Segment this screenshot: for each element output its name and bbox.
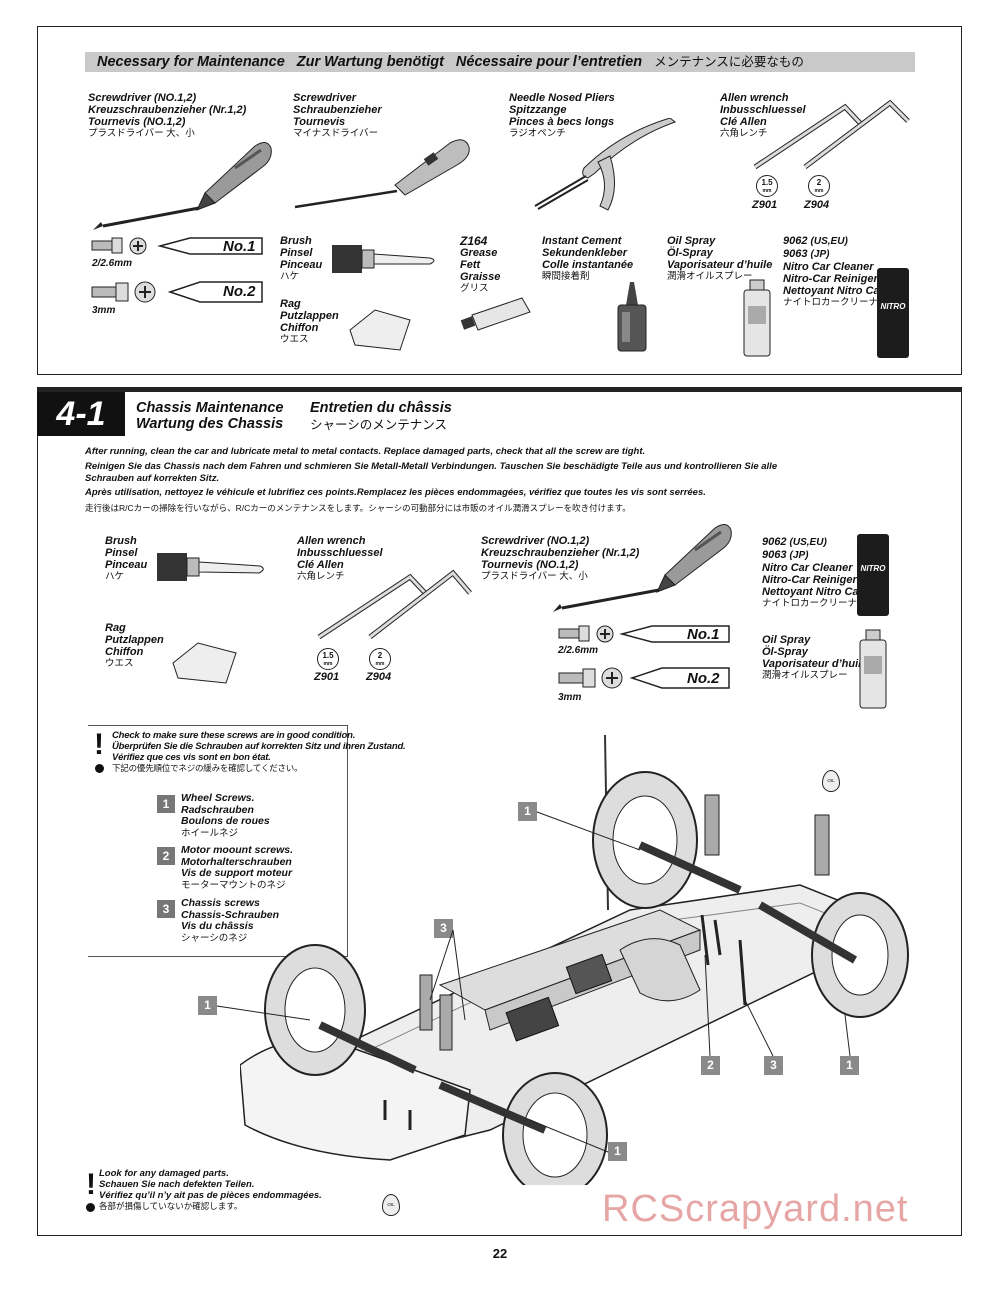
step-oil-label: Oil Spray Öl-Spray Vaporisateur d’huile … xyxy=(762,634,868,681)
step-cleaner-can-icon: NITRO xyxy=(857,534,889,616)
step-no2-label: No.2 xyxy=(687,670,720,687)
warning-dot-icon xyxy=(95,764,104,773)
no1-label: No.1 xyxy=(223,238,256,255)
tool-rag-label: Rag Putzlappen Chiffon ウエス xyxy=(280,298,339,345)
check-item-3: Chassis screws Chassis-Schrauben Vis du … xyxy=(181,897,280,944)
rag-icon xyxy=(349,309,411,351)
callout-1-front-wheel: 1 xyxy=(198,996,217,1015)
flat-screwdriver-icon xyxy=(294,139,470,209)
tool-cement-label: Instant Cement Sekundenkleber Colle inst… xyxy=(542,235,634,282)
cleaner-can-icon: NITRO xyxy=(877,268,909,358)
maintenance-tools-box xyxy=(37,26,962,375)
plus-screwdriver-icon xyxy=(93,142,272,230)
check-item-badge-1: 1 xyxy=(157,795,175,813)
watermark: RCScrapyard.net xyxy=(602,1188,909,1230)
pliers-icon xyxy=(534,118,677,211)
check-item-badge-3: 3 xyxy=(157,900,175,918)
step-title-de: Wartung des Chassis xyxy=(136,416,284,432)
header-de: Zur Wartung benötigt xyxy=(296,54,444,70)
step-brush-icon xyxy=(157,553,264,581)
paragraph-jp: 走行後はR/Cカーの掃除を行いながら、R/Cカーのメンテナンスをします。シャーシ… xyxy=(85,503,631,513)
tool-cleaner-label: 9062 (US,EU) 9063 (JP) Nitro Car Cleaner… xyxy=(783,235,888,308)
step-plus-screwdriver-label: Screwdriver (NO.1,2) Kreuzschraubenziehe… xyxy=(481,535,640,582)
maintenance-header-bar: Necessary for Maintenance Zur Wartung ben… xyxy=(85,52,915,72)
damage-text: Look for any damaged parts. Schauen Sie … xyxy=(99,1168,322,1211)
header-jp: メンテナンスに必要なもの xyxy=(654,55,804,69)
step-rag-icon xyxy=(172,642,237,684)
step-cleaner-label: 9062 (US,EU) 9063 (JP) Nitro Car Cleaner… xyxy=(762,536,867,609)
code-z901: Z901 xyxy=(752,199,778,211)
page-number: 22 xyxy=(492,1246,508,1261)
step-title-en: Chassis Maintenance xyxy=(136,400,284,416)
cement-bottle-icon xyxy=(617,282,647,352)
step-plus-screwdriver-icon xyxy=(553,524,732,612)
callout-leader-lines xyxy=(216,811,851,1153)
step-rag-label: Rag Putzlappen Chiffon ウエス xyxy=(105,622,164,669)
screw-tip-diagram xyxy=(91,237,263,303)
grease-code: Z164 xyxy=(460,234,488,248)
paragraph-de-2: Schrauben auf korrekten Sitz. xyxy=(85,473,220,484)
grease-tube-icon xyxy=(460,297,531,331)
header-en: Necessary for Maintenance xyxy=(97,54,285,70)
step-allen-label: Allen wrench Inbusschluessel Clé Allen 六… xyxy=(297,535,383,582)
check-item-1: Wheel Screws. Radschrauben Boulons de ro… xyxy=(181,792,270,839)
oil-drop-icon-front: OIL xyxy=(382,1194,400,1216)
no2-label: No.2 xyxy=(223,283,256,300)
check-item-badge-2: 2 xyxy=(157,847,175,865)
step-allen-wrench-icon xyxy=(317,569,472,640)
tool-grease-label: Grease Fett Graisse グリス xyxy=(460,247,501,294)
damage-exclamation-icon: ! xyxy=(86,1168,96,1201)
chassis-illustration xyxy=(240,735,909,1185)
callout-3-chassis: 3 xyxy=(434,919,453,938)
tool-brush-label: Brush Pinsel Pinceau ハケ xyxy=(280,235,323,282)
step-screw-size-b: 3mm xyxy=(558,692,582,703)
oil-spray-icon xyxy=(743,279,771,357)
oil-drop-icon-rear: OIL xyxy=(822,770,840,792)
tool-flat-screwdriver-label: Screwdriver Schraubenzieher Tournevis マイ… xyxy=(293,92,382,139)
step-screw-tip-diagram xyxy=(558,625,730,689)
tool-plus-screwdriver-label: Screwdriver (NO.1,2) Kreuzschraubenziehe… xyxy=(88,92,247,139)
warning-exclamation-icon: ! xyxy=(94,728,104,761)
callout-1-front-right-wheel: 1 xyxy=(608,1142,627,1161)
code-z904: Z904 xyxy=(804,199,830,211)
tool-pliers-label: Needle Nosed Pliers Spitzzange Pinces à … xyxy=(509,92,615,139)
damage-dot-icon xyxy=(86,1203,95,1212)
step-code-z901: Z901 xyxy=(314,671,340,683)
callout-2-motor: 2 xyxy=(701,1056,720,1075)
paragraph-de-1: Reinigen Sie das Chassis nach dem Fahren… xyxy=(85,461,778,472)
header-fr: Nécessaire pour l’entretien xyxy=(455,54,643,70)
callout-3-chassis-rear: 3 xyxy=(764,1056,783,1075)
brush-icon xyxy=(332,245,435,273)
step-no1-label: No.1 xyxy=(687,626,720,643)
allen-wrench-icon xyxy=(753,99,910,170)
step-top-rule xyxy=(37,387,962,392)
step-title-jp: シャーシのメンテナンス xyxy=(310,418,448,432)
step-oil-spray-icon xyxy=(859,629,887,709)
paragraph-fr: Après utilisation, nettoyez le véhicule … xyxy=(85,487,706,498)
tool-oil-label: Oil Spray Öl-Spray Vaporisateur d’huile … xyxy=(667,235,773,282)
screw-size-a: 2/2.6mm xyxy=(92,258,133,269)
step-code-z904: Z904 xyxy=(366,671,392,683)
step-title-fr: Entretien du châssis xyxy=(310,400,452,416)
screw-size-b: 3mm xyxy=(92,305,116,316)
paragraph-en: After running, clean the car and lubrica… xyxy=(85,446,646,457)
callout-1-right-wheel: 1 xyxy=(840,1056,859,1075)
check-screws-box xyxy=(88,725,348,957)
tool-allen-label: Allen wrench Inbusschluessel Clé Allen 六… xyxy=(720,92,806,139)
check-item-2: Motor moount screws. Motorhalterschraube… xyxy=(181,844,294,891)
step-brush-label: Brush Pinsel Pinceau ハケ xyxy=(105,535,148,582)
step-number: 4-1 xyxy=(37,392,125,436)
step-screw-size-a: 2/2.6mm xyxy=(558,645,599,656)
callout-1-rear-wheel: 1 xyxy=(518,802,537,821)
step-box xyxy=(37,387,962,1236)
check-text: Check to make sure these screws are in g… xyxy=(112,730,406,773)
